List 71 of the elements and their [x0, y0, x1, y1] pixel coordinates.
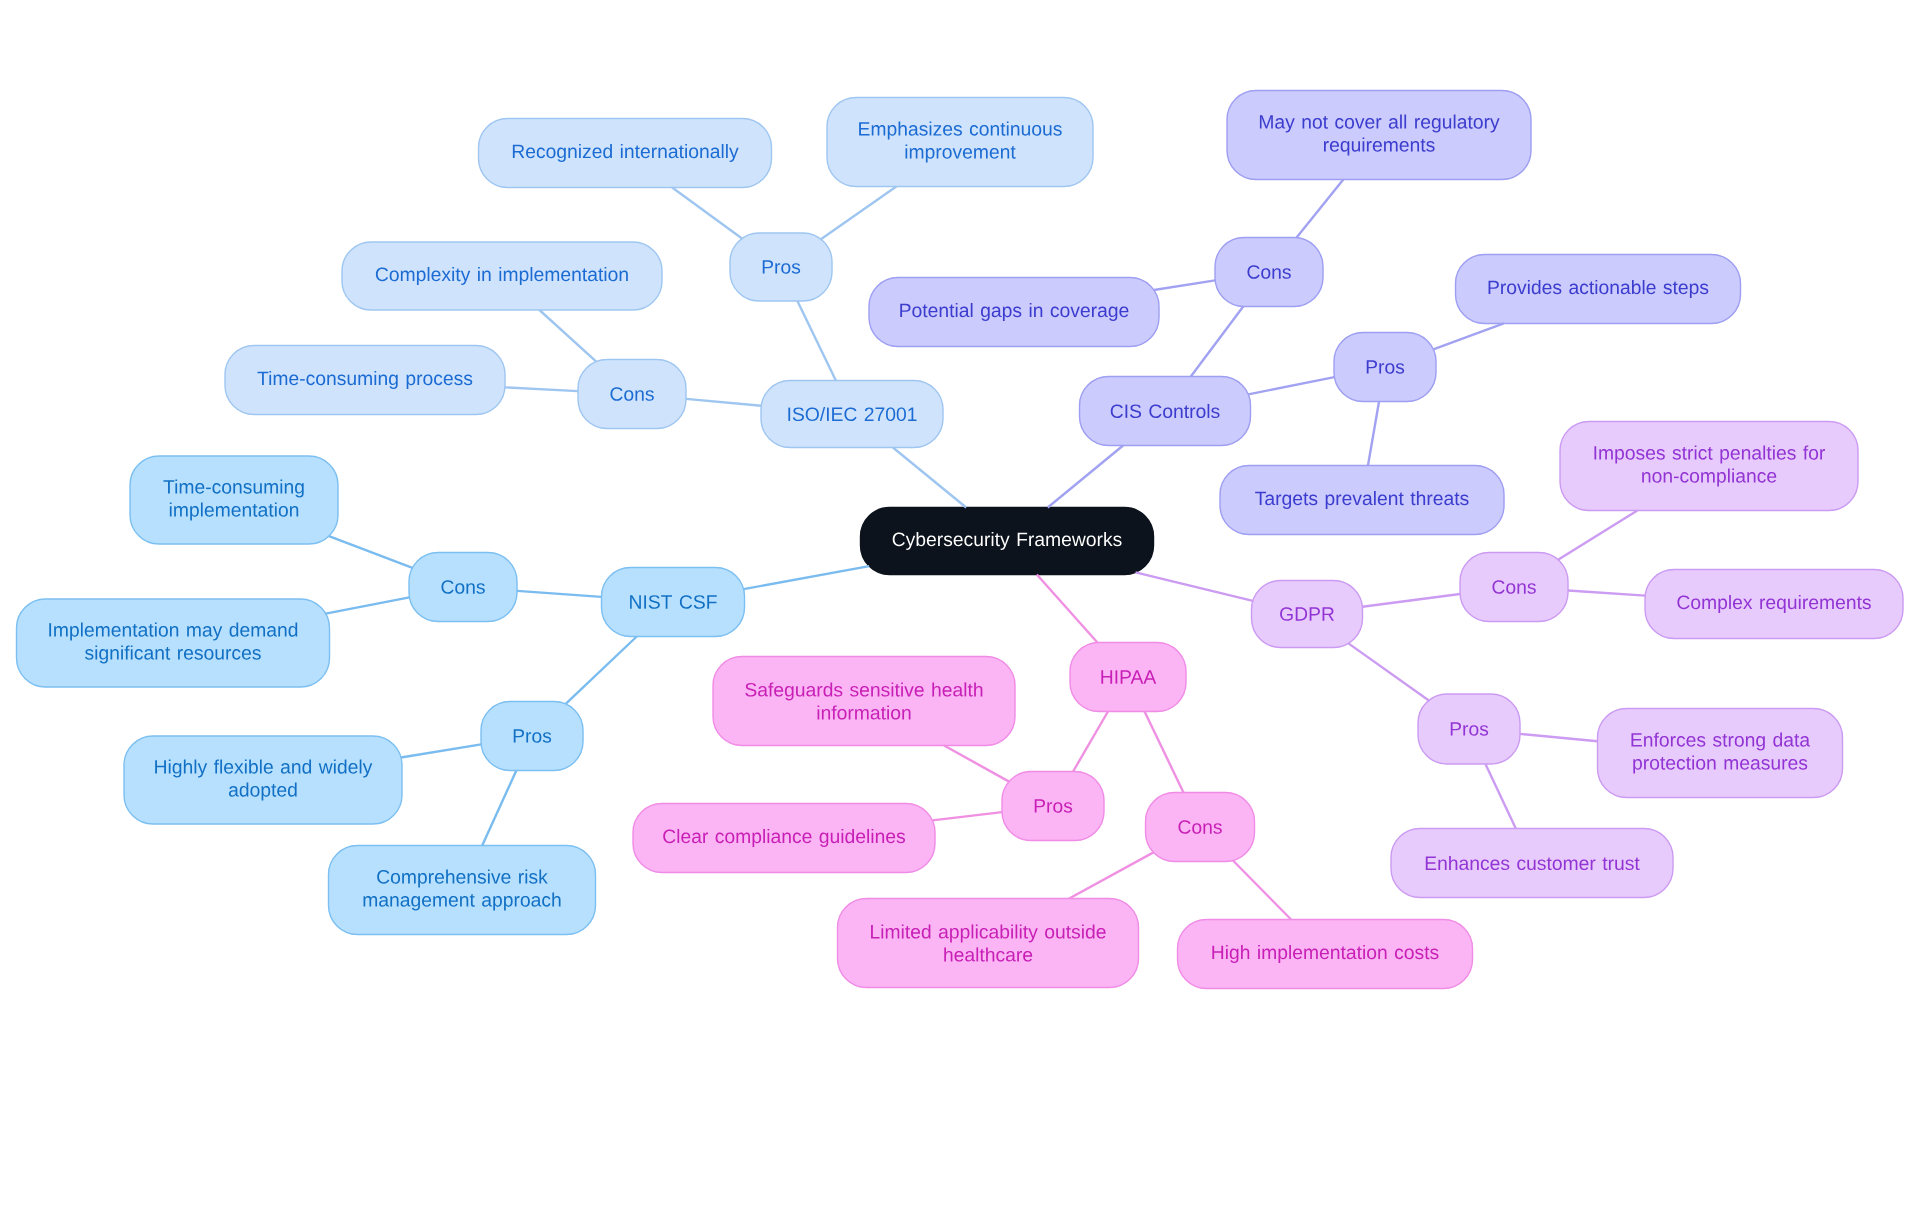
connector-line [1232, 859, 1292, 921]
connector-line [671, 186, 743, 240]
category-box: Cons [1144, 791, 1256, 863]
item-box: Provides actionable steps [1454, 253, 1742, 325]
item-box: Potential gaps in coverage [868, 276, 1160, 348]
branch-box: GDPR [1250, 579, 1364, 649]
category-box: Cons [1459, 551, 1569, 623]
item-box: May not cover all regulatory requirements [1226, 89, 1532, 181]
connector-line [400, 743, 482, 759]
connector-line [325, 596, 410, 615]
connector-line [943, 744, 1010, 783]
item-box: Highly flexible and widely adopted [123, 735, 403, 825]
category-box: Cons [1214, 236, 1324, 308]
connector-line [328, 534, 413, 569]
item-box: Emphasizes continuous improvement [826, 96, 1094, 188]
connector-line [504, 386, 579, 393]
connector-line [1135, 571, 1254, 602]
connector-line [892, 446, 967, 509]
connector-line [538, 309, 598, 363]
item-box: Targets prevalent threats [1219, 464, 1505, 536]
connector-line [685, 397, 762, 407]
connector-line [1295, 178, 1345, 239]
connector-line [1366, 401, 1381, 466]
category-box: Pros [480, 700, 584, 772]
connector-line [932, 810, 1003, 822]
item-box: Complex requirements [1644, 568, 1904, 640]
connector-line [743, 564, 870, 591]
connector-line [1519, 732, 1598, 743]
connector-line [481, 770, 518, 846]
item-box: Recognized internationally [477, 117, 773, 189]
category-box: Pros [729, 232, 833, 302]
category-box: Pros [1001, 770, 1105, 842]
branch-box: CIS Controls [1078, 375, 1252, 447]
connector-line [1347, 642, 1430, 702]
item-box: Enhances customer trust [1390, 827, 1674, 899]
item-box: Imposes strict penalties for non-compliance [1559, 420, 1859, 512]
branch-box: HIPAA [1069, 641, 1187, 713]
category-box: Cons [408, 551, 518, 623]
item-box: Implementation may demand significant resources [15, 598, 331, 688]
category-box: Pros [1333, 331, 1437, 403]
item-box: Safeguards sensitive health information [712, 655, 1016, 747]
connector-line [1189, 305, 1245, 378]
connector-line [1362, 592, 1461, 608]
connector-line [1143, 710, 1185, 793]
connector-line [796, 300, 837, 382]
item-box: Enforces strong data protection measures [1596, 707, 1844, 799]
connector-line [516, 589, 602, 599]
connector-line [564, 635, 638, 705]
item-box: Time-consuming process [224, 344, 506, 416]
connector-line [1046, 444, 1124, 509]
category-box: Cons [577, 358, 687, 430]
connector-line [820, 185, 897, 241]
item-box: Clear compliance guidelines [632, 802, 936, 874]
item-box: Limited applicability outside healthcare [836, 897, 1140, 989]
branch-box: ISO/IEC 27001 [760, 379, 944, 449]
connector-line [1248, 375, 1335, 396]
connector-line [1557, 509, 1638, 561]
connector-line [1035, 573, 1099, 644]
connector-line [1153, 279, 1216, 292]
connector-line [1484, 763, 1517, 829]
item-box: Comprehensive risk management approach [327, 844, 597, 936]
connector-line [1567, 589, 1646, 597]
branch-box: NIST CSF [600, 566, 746, 638]
central-topic-box: Cybersecurity Frameworks [859, 506, 1155, 576]
connector-line [1068, 851, 1155, 900]
item-box: Time-consuming implementation [129, 455, 339, 545]
category-box: Pros [1417, 693, 1521, 765]
connector-line [1072, 710, 1109, 773]
item-box: High implementation costs [1176, 918, 1474, 990]
item-box: Complexity in implementation [341, 241, 663, 311]
connector-line [1432, 322, 1505, 351]
